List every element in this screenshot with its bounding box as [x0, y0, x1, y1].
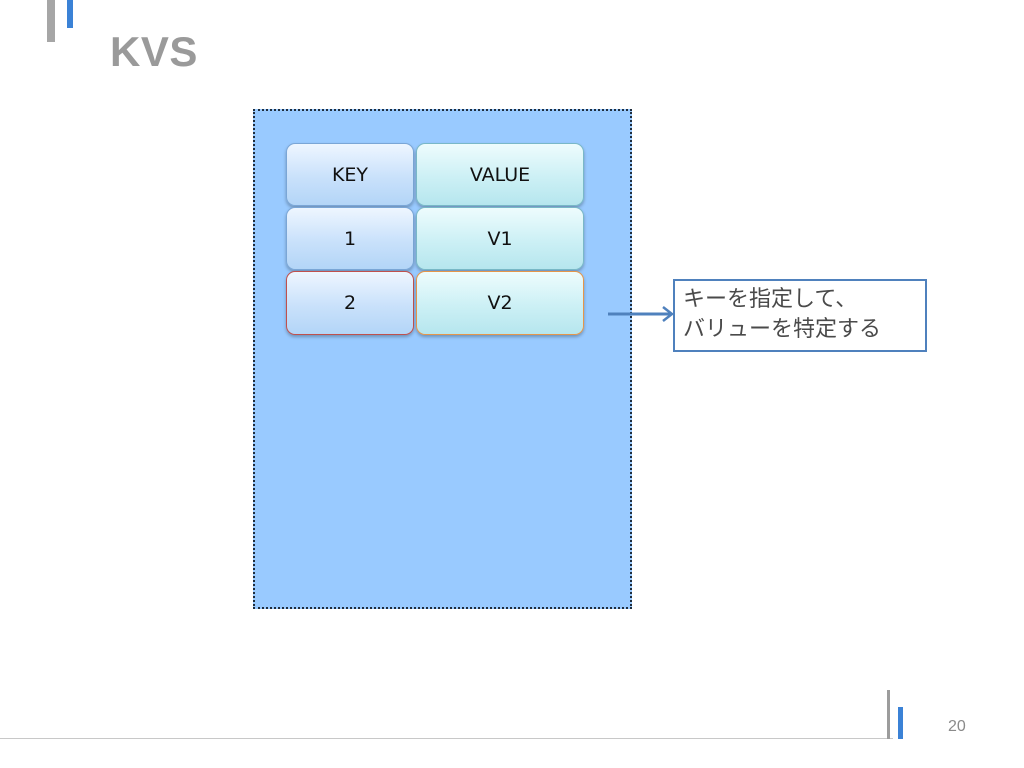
arrow-right-icon — [608, 306, 675, 322]
callout-line-1: キーを指定して、 — [683, 287, 858, 312]
row-1-value-cell: V1 — [416, 207, 584, 270]
page-number: 20 — [948, 718, 966, 735]
row-2-value-cell-selected: V2 — [416, 271, 584, 335]
arrow-head — [662, 306, 675, 322]
footer-accent-bar-blue — [898, 707, 903, 739]
footer-accent-bar-gray — [887, 690, 890, 739]
title-accent-bar-blue — [67, 0, 73, 28]
title-accent-bar-gray — [47, 0, 55, 42]
slide-title: KVS — [110, 28, 198, 75]
callout-box: キーを指定して、 バリューを特定する — [673, 279, 927, 352]
row-1-key-cell: 1 — [286, 207, 414, 270]
callout-line-2: バリューを特定する — [683, 317, 882, 342]
row-2-key-cell-selected: 2 — [286, 271, 414, 335]
footer-divider — [0, 738, 893, 739]
header-key-cell: KEY — [286, 143, 414, 206]
header-value-cell: VALUE — [416, 143, 584, 206]
